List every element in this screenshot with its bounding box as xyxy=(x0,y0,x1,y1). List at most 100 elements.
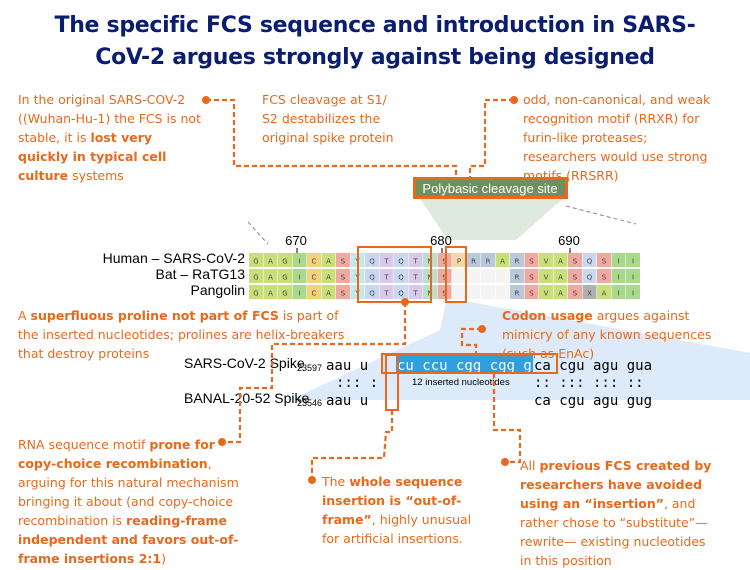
residue-cell xyxy=(466,253,481,267)
residue-cell xyxy=(495,269,510,283)
residue-cell xyxy=(539,285,553,299)
residue-cell xyxy=(524,269,539,283)
residue-cell xyxy=(539,269,553,283)
residue-letter: Q xyxy=(587,274,593,282)
residue-letter: A xyxy=(326,258,331,266)
residue-letter: X xyxy=(587,290,592,298)
residue-cell xyxy=(481,269,495,283)
residue-cell xyxy=(481,285,495,299)
residue-cell xyxy=(249,269,263,283)
residue-letter: A xyxy=(558,290,563,298)
residue-letter: V xyxy=(544,258,549,266)
residue-cell xyxy=(524,285,539,299)
residue-letter: T xyxy=(383,274,389,282)
residue-cell xyxy=(539,253,553,267)
note-segment: superfluous proline not part of FCS xyxy=(30,308,279,323)
copy-choice-box xyxy=(381,353,558,374)
note-segment: All xyxy=(520,458,540,473)
residue-cell xyxy=(292,269,307,283)
note-segment: systems xyxy=(68,168,124,183)
cleavage-highlight-box xyxy=(445,246,467,303)
residue-letter: I xyxy=(298,290,300,298)
dot-codon xyxy=(478,325,486,333)
residue-letter: R xyxy=(486,258,491,266)
residue-letter: G xyxy=(253,290,258,298)
nt-row2-label: BANAL-20-52 Spike xyxy=(184,390,310,406)
residue-letter: C xyxy=(312,274,317,282)
connector-previous-fcs xyxy=(492,373,522,464)
connector-top-left xyxy=(206,98,458,180)
residue-cell xyxy=(278,269,292,283)
residue-letter: S xyxy=(573,274,578,282)
residue-letter: Q xyxy=(369,258,375,266)
residue-letter: I xyxy=(632,274,634,282)
note-copy-choice: RNA sequence motif prone for copy-choice… xyxy=(18,435,253,568)
dot-copy-choice xyxy=(218,438,226,446)
title-line-2: CoV-2 argues strongly against being desi… xyxy=(95,45,655,70)
residue-letter: A xyxy=(326,274,331,282)
residue-cell xyxy=(553,253,568,267)
residue-letter: T xyxy=(383,258,389,266)
residue-letter: Q xyxy=(398,258,404,266)
residue-letter: A xyxy=(268,274,273,282)
dot-out-of-frame xyxy=(308,476,316,484)
residue-cell xyxy=(408,269,423,283)
residue-letter: S xyxy=(529,290,534,298)
dashed-guide-left xyxy=(247,221,269,245)
residue-cell xyxy=(481,253,495,267)
residue-cell xyxy=(597,285,611,299)
residue-cell xyxy=(611,269,626,283)
residue-letter: P xyxy=(457,258,461,266)
connector-proline xyxy=(222,302,407,444)
note-segment: ) xyxy=(161,551,166,566)
residue-cell xyxy=(437,253,452,267)
residue-letter: S xyxy=(442,258,447,266)
residue-letter: R xyxy=(515,274,520,282)
note-non-canonical-motif: odd, non-canonical, and weak recognition… xyxy=(523,90,723,185)
residue-cell xyxy=(321,269,336,283)
residue-cell xyxy=(437,285,452,299)
row-label-bat: Bat – RaTG13 xyxy=(156,266,246,282)
residue-letter: T xyxy=(412,274,418,282)
inserted-sequence-bg xyxy=(396,355,533,372)
residue-cell xyxy=(611,253,626,267)
residue-letter: C xyxy=(312,258,317,266)
residue-letter: S xyxy=(341,258,346,266)
residue-letter: A xyxy=(558,274,563,282)
residue-cell xyxy=(278,285,292,299)
residue-cell xyxy=(408,253,423,267)
residue-cell xyxy=(249,253,263,267)
residue-letter: A xyxy=(326,290,331,298)
residue-cell xyxy=(626,253,640,267)
note-segment: odd, non-canonical, and weak recognition… xyxy=(523,92,711,183)
residue-letter: S xyxy=(442,274,447,282)
nt-row2-post: ca cgu agu gug xyxy=(534,393,652,409)
residue-cell xyxy=(321,253,336,267)
note-segment: Codon usage xyxy=(502,308,593,323)
connector-codon xyxy=(460,327,482,354)
residue-letter: S xyxy=(341,290,346,298)
position-690: 690 xyxy=(558,233,580,248)
residue-cell xyxy=(597,269,611,283)
proline-highlight-box xyxy=(357,246,432,303)
nt-row1-pre: aau u xyxy=(326,358,368,374)
residue-letter: T xyxy=(412,258,418,266)
note-segment: , highly unusual for artificial insertio… xyxy=(322,512,472,546)
note-superfluous-proline: A superfluous proline not part of FCS is… xyxy=(18,306,346,363)
residue-letter: Q xyxy=(398,290,404,298)
residue-letter: Q xyxy=(587,258,593,266)
residue-letter: I xyxy=(298,258,300,266)
residue-letter: S xyxy=(529,274,534,282)
residue-letter: G xyxy=(253,258,258,266)
note-segment: argues against mimicry of any known sequ… xyxy=(502,308,712,361)
residue-cell xyxy=(553,285,568,299)
residue-cell xyxy=(292,253,307,267)
residue-letter: I xyxy=(617,290,619,298)
residue-cell xyxy=(307,253,321,267)
note-segment: , arguing for this natural mechanism bri… xyxy=(18,456,239,528)
residue-cell xyxy=(263,269,278,283)
note-segment: A xyxy=(18,308,31,323)
note-out-of-frame: The whole sequence insertion is “out-of-… xyxy=(322,472,480,548)
residue-cell xyxy=(307,269,321,283)
